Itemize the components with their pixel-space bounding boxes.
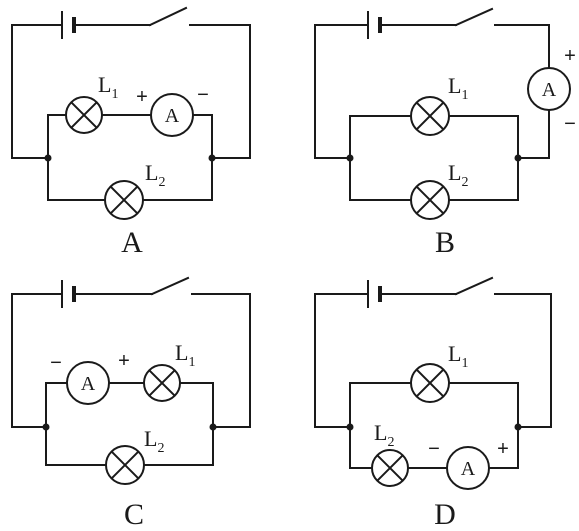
ammeter: A xyxy=(150,93,194,137)
lamp-l1 xyxy=(65,96,103,134)
lamp-cross xyxy=(376,454,404,482)
plus-terminal-sign: + xyxy=(136,86,148,108)
wire xyxy=(448,115,519,201)
ammeter: A xyxy=(527,67,571,111)
plus-terminal-sign: + xyxy=(118,350,130,372)
wire xyxy=(314,293,369,428)
wire xyxy=(11,293,63,428)
lamp-cross xyxy=(148,369,176,397)
lamp-cross xyxy=(70,101,98,129)
junction-dot xyxy=(209,423,217,431)
wire xyxy=(192,114,213,201)
switch-blade xyxy=(148,6,188,27)
switch-blade xyxy=(454,276,494,296)
wire xyxy=(47,114,67,201)
lamp-l1 xyxy=(410,96,450,136)
switch-blade xyxy=(454,7,494,27)
plus-terminal-sign: + xyxy=(497,438,509,460)
lamp-l2 xyxy=(105,445,145,485)
junction-dot xyxy=(514,154,522,162)
lamp-l1 xyxy=(143,364,181,402)
lamp-l1-label: L1 xyxy=(98,72,118,102)
lamp-l2 xyxy=(104,180,144,220)
minus-terminal-sign: − xyxy=(428,438,440,460)
lamp-l1-label: L1 xyxy=(175,340,195,370)
circuit-a: L1 A + − L2 A xyxy=(11,6,251,259)
wire xyxy=(448,382,519,469)
circuit-c: A − + L1 L2 C xyxy=(11,276,251,531)
lamp-l2-label: L2 xyxy=(145,160,165,190)
minus-terminal-sign: − xyxy=(564,113,576,135)
lamp-l2-label: L2 xyxy=(144,426,164,456)
wire xyxy=(191,293,251,428)
ammeter-circle xyxy=(446,446,490,490)
ammeter-symbol: A xyxy=(461,458,476,480)
ammeter-circle xyxy=(66,361,110,405)
wire xyxy=(11,24,63,159)
caption-b: B xyxy=(435,226,455,259)
ammeter-symbol: A xyxy=(81,373,96,395)
lamp-cross xyxy=(109,185,139,215)
junction-dot xyxy=(346,154,354,162)
wire xyxy=(314,24,369,159)
lamp-cross xyxy=(415,368,445,398)
ammeter: A xyxy=(66,361,110,405)
ammeter: A xyxy=(446,446,490,490)
lamp-l1 xyxy=(410,363,450,403)
minus-terminal-sign: − xyxy=(197,84,209,106)
junction-dot xyxy=(44,154,52,162)
lamp-l2-label: L2 xyxy=(448,160,468,190)
lamp-cross xyxy=(415,185,445,215)
lamp-l2-label: L2 xyxy=(374,420,394,450)
caption-c: C xyxy=(124,498,144,531)
wire xyxy=(45,382,68,466)
wire xyxy=(349,115,412,201)
ammeter-symbol: A xyxy=(165,105,180,127)
junction-dot xyxy=(346,423,354,431)
caption-d: D xyxy=(434,498,456,531)
junction-dot xyxy=(208,154,216,162)
wire xyxy=(179,382,214,466)
plus-terminal-sign: + xyxy=(564,45,576,67)
junction-dot xyxy=(42,423,50,431)
caption-a: A xyxy=(121,226,143,259)
wire xyxy=(494,293,552,428)
lamp-l1-label: L1 xyxy=(448,341,468,371)
wire xyxy=(349,382,412,469)
wire xyxy=(189,24,251,159)
switch-blade xyxy=(150,276,190,296)
circuit-b: A + − L1 L2 B xyxy=(314,7,576,259)
lamp-l2 xyxy=(371,449,409,487)
lamp-l2 xyxy=(410,180,450,220)
ammeter-circle xyxy=(150,93,194,137)
circuit-d: L1 L2 A − + D xyxy=(314,276,552,531)
lamp-cross xyxy=(110,450,140,480)
junction-dot xyxy=(514,423,522,431)
ammeter-symbol: A xyxy=(542,79,557,101)
lamp-l1-label: L1 xyxy=(448,73,468,103)
wire xyxy=(494,24,550,69)
wire xyxy=(517,109,550,159)
minus-terminal-sign: − xyxy=(50,352,62,374)
ammeter-circle xyxy=(527,67,571,111)
lamp-cross xyxy=(415,101,445,131)
